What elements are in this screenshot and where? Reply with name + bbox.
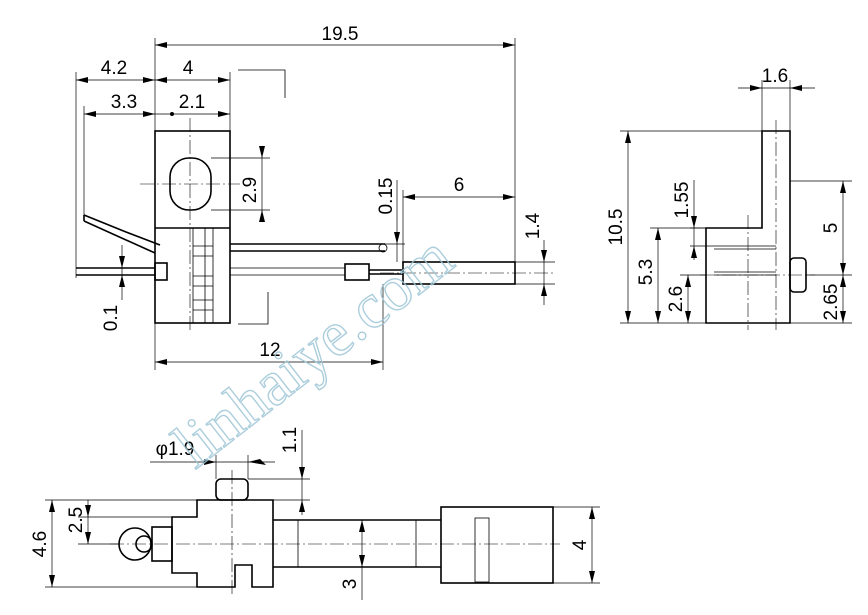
front-view [76,69,555,330]
front-view-dimensions [75,38,555,370]
dim-2-9: 2.9 [240,177,261,203]
front-body [154,130,231,324]
top-body [171,499,274,588]
dim-2-5: 2.5 [66,507,87,533]
dim-4-bottom: 4 [570,539,591,550]
pin-collar [344,263,370,281]
dim-1-1: 1.1 [280,427,301,453]
dim-2-65: 2.65 [821,284,842,321]
dim-4-2: 4.2 [101,58,127,79]
dim-1-55: 1.55 [672,182,693,219]
dim-0-15: 0.15 [376,178,397,215]
top-view [110,470,560,595]
watermark: linhaiye.com [160,220,466,481]
top-view-labels: φ1.9 1.1 2.5 4.6 3 4 [30,427,591,590]
dim-3-3: 3.3 [111,92,137,113]
dim-2-1: 2.1 [179,92,205,113]
front-view-labels: 19.5 4.2 4 3.3 2.1 2.9 0.15 6 1.4 0.1 12 [101,24,544,361]
end-block [440,506,554,584]
dim-12: 12 [259,340,280,361]
dim-2-6: 2.6 [666,286,687,312]
dim-0-1: 0.1 [101,305,122,331]
dim-6: 6 [454,175,465,196]
side-view [700,120,815,330]
side-view-labels: 1.6 10.5 1.55 5.3 2.6 5 2.65 [606,66,842,320]
dim-1-6: 1.6 [762,66,788,87]
dim-10-5: 10.5 [606,209,627,246]
dim-19-5: 19.5 [322,24,359,45]
dim-3: 3 [340,579,361,590]
dim-5: 5 [821,223,842,234]
dim-phi-1-9: φ1.9 [156,439,195,460]
dim-4: 4 [183,58,194,79]
top-view-dimensions [45,430,600,600]
dim-5-3: 5.3 [636,259,657,285]
dim-1-4: 1.4 [523,212,544,239]
dim-4-6: 4.6 [30,531,51,557]
side-view-dimensions [620,80,852,324]
